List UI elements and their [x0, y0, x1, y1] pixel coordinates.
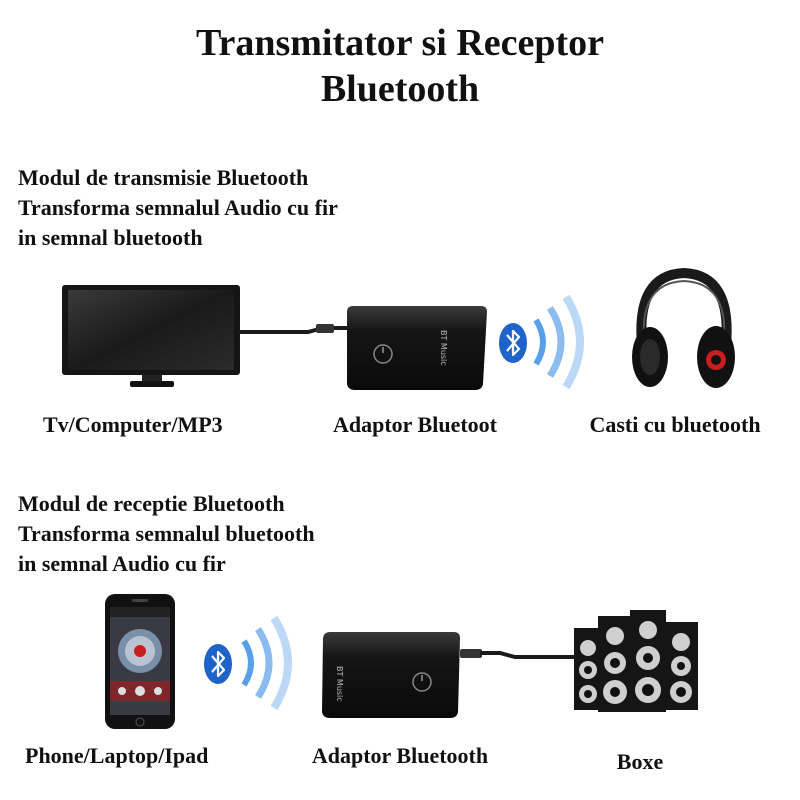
- adapter-1-label: BT Music: [439, 330, 448, 366]
- caption-headphones: Casti cu bluetooth: [589, 412, 761, 437]
- receive-line-3: in semnal Audio cu fir: [18, 551, 226, 576]
- receive-line-2: Transforma semnalul bluetooth: [18, 521, 315, 546]
- signal-wave-icon: [533, 294, 584, 390]
- caption-speakers: Boxe: [616, 749, 664, 774]
- receive-description: Modul de receptie Bluetooth Transforma s…: [18, 489, 315, 579]
- caption-phone: Phone/Laptop/Ipad: [25, 743, 209, 768]
- speakers-icon: [574, 610, 698, 712]
- signal-wave-icon: [241, 615, 292, 711]
- transmit-line-1: Modul de transmisie Bluetooth: [18, 165, 309, 190]
- caption-adapter-transmit: Adaptor Bluetoot: [333, 412, 497, 437]
- caption-source-device: Tv/Computer/MP3: [43, 412, 223, 437]
- page-title: Transmitator si Receptor Bluetooth: [0, 20, 800, 112]
- caption-adapter-receive: Adaptor Bluetooth: [311, 743, 489, 768]
- audio-cable-2: [460, 649, 575, 659]
- bluetooth-icon: [499, 323, 527, 363]
- headphones-icon: [632, 267, 735, 388]
- bluetooth-adapter-receive: [322, 632, 460, 718]
- title-line-1: Transmitator si Receptor: [195, 22, 605, 64]
- tv-monitor-icon: [62, 285, 240, 387]
- transmit-description: Modul de transmisie Bluetooth Transforma…: [18, 163, 338, 253]
- adapter-2-label: BT Music: [335, 666, 344, 702]
- smartphone-icon: [105, 594, 175, 729]
- transmit-line-3: in semnal bluetooth: [18, 225, 203, 250]
- transmit-line-2: Transforma semnalul Audio cu fir: [18, 195, 338, 220]
- audio-cable-1: [238, 324, 353, 334]
- receive-line-1: Modul de receptie Bluetooth: [18, 491, 285, 516]
- title-line-2: Bluetooth: [320, 68, 480, 110]
- bluetooth-adapter-transmit: [347, 306, 487, 390]
- bluetooth-icon: [204, 644, 232, 684]
